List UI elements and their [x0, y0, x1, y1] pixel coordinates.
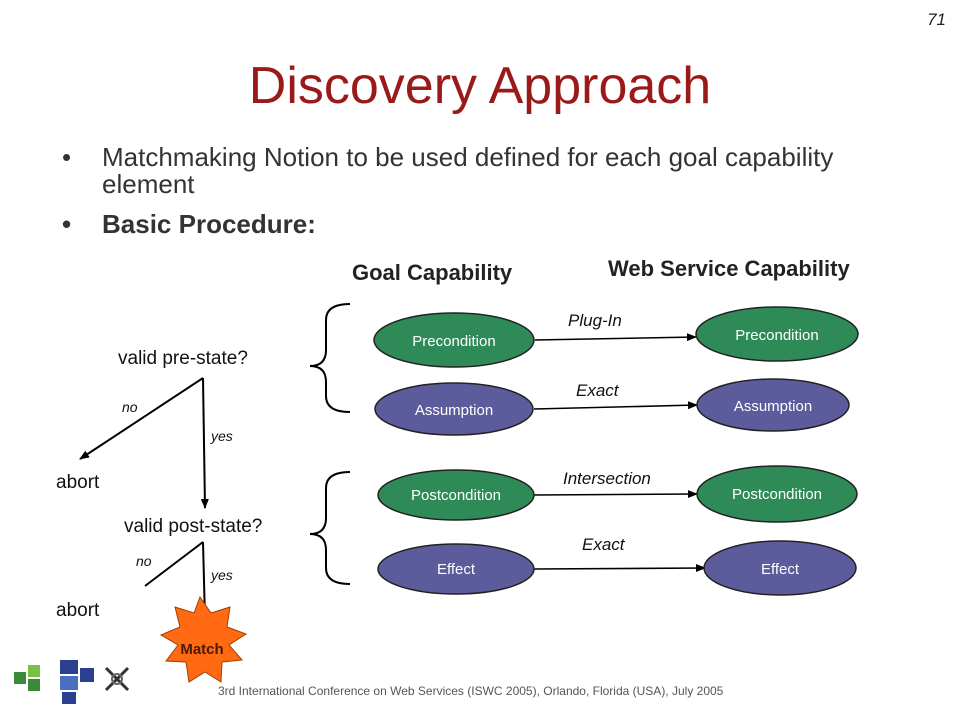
- bullet-text: Matchmaking Notion to be used defined fo…: [102, 142, 834, 199]
- no-arrow: [79, 377, 204, 460]
- ws-node-label: Precondition: [735, 327, 818, 344]
- ws-postcondition-node: [696, 465, 858, 523]
- pre-brace: [309, 303, 351, 413]
- ws-node-label: Postcondition: [732, 486, 822, 503]
- relation-label: Intersection: [563, 469, 651, 488]
- ws-node-label: Effect: [761, 561, 800, 578]
- match-star: [159, 595, 248, 683]
- goal-node-label: Assumption: [415, 402, 493, 419]
- yes-label: yes: [211, 428, 233, 444]
- bullet-text: Basic Procedure:: [102, 209, 316, 239]
- slide-title: Discovery Approach: [248, 57, 712, 115]
- no-label: no: [122, 399, 138, 415]
- ws-effect-node: [703, 540, 857, 596]
- bullet-dot: •: [62, 209, 72, 239]
- ws-node-label: Assumption: [734, 398, 812, 415]
- relation-arrow: [533, 564, 706, 573]
- pre-state-question: valid pre-state?: [118, 348, 248, 369]
- abort-label: abort: [56, 600, 100, 621]
- ws-capability-header: Web Service Capability: [608, 256, 850, 281]
- relation-arrow: [533, 401, 698, 410]
- relation-label: Exact: [582, 535, 625, 554]
- abort-label: abort: [56, 472, 100, 493]
- goal-precondition-node: [373, 312, 535, 368]
- goal-capability-header: Goal Capability: [352, 260, 513, 285]
- bullet-dot: •: [62, 142, 72, 172]
- goal-effect-node: [377, 543, 535, 595]
- goal-node-label: Postcondition: [411, 487, 501, 504]
- goal-node-label: Precondition: [412, 333, 495, 350]
- ws-precondition-node: [695, 306, 859, 362]
- ws-assumption-node: [696, 378, 850, 432]
- dip-logo-icon: [14, 660, 130, 704]
- match-label: Match: [180, 641, 223, 658]
- slide-number: 71: [927, 10, 946, 29]
- footer-text: 3rd International Conference on Web Serv…: [218, 684, 724, 698]
- post-brace: [309, 471, 351, 585]
- post-state-question: valid post-state?: [124, 516, 263, 537]
- goal-node-label: Effect: [437, 561, 476, 578]
- relation-arrow: [534, 333, 697, 342]
- no-label: no: [136, 553, 152, 569]
- yes-label: yes: [211, 567, 233, 583]
- goal-postcondition-node: [377, 469, 535, 521]
- relation-arrow: [533, 490, 698, 499]
- relation-label: Exact: [576, 381, 619, 400]
- goal-assumption-node: [374, 382, 534, 436]
- yes-arrow: [200, 377, 209, 509]
- no-arrow: [144, 541, 204, 587]
- relation-label: Plug-In: [568, 311, 622, 330]
